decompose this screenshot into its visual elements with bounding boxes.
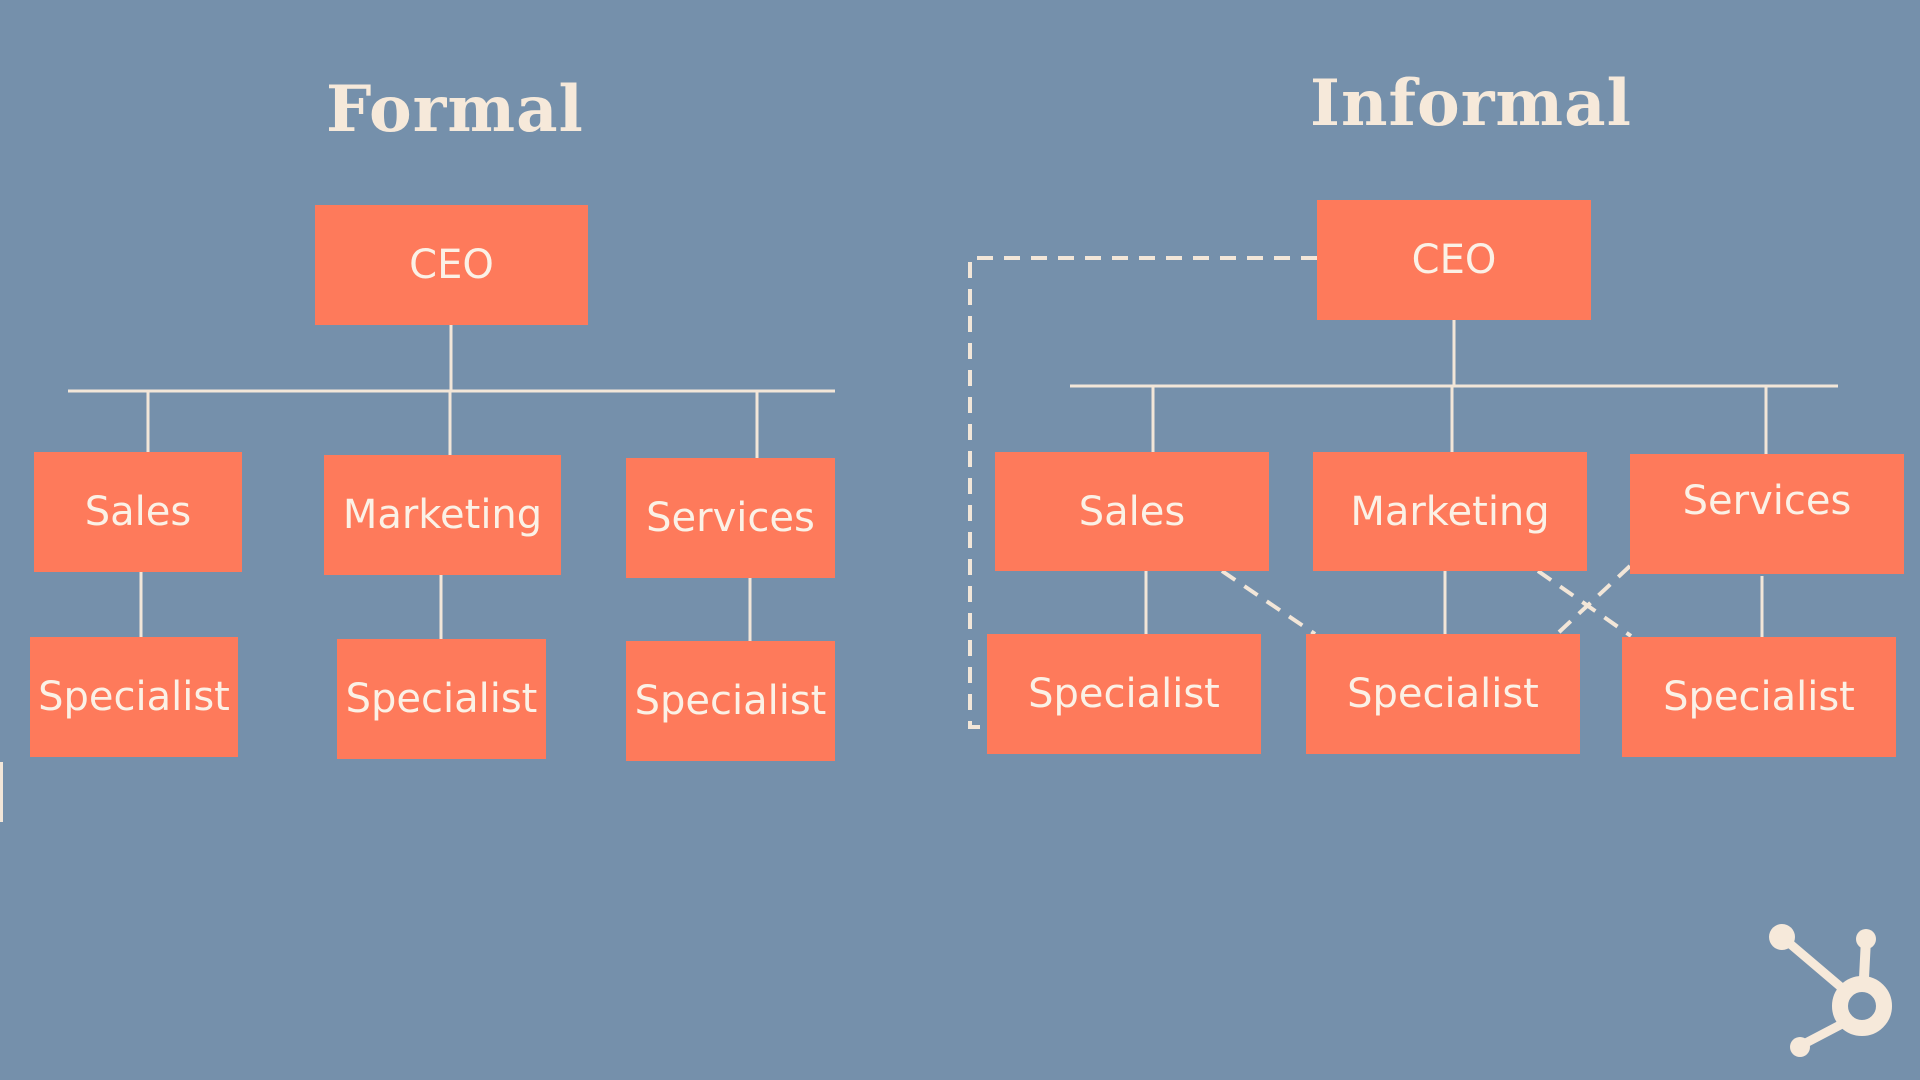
- edge-marker: [0, 762, 3, 822]
- informal-dashed-ceo-to-specialist: [968, 256, 1317, 729]
- formal-services-box: Services: [626, 458, 835, 578]
- informal-specialist-box-2: Specialist: [1306, 634, 1580, 754]
- formal-sales-box: Sales: [34, 452, 242, 572]
- informal-title: Informal: [1310, 66, 1632, 141]
- informal-ceo-box: CEO: [1317, 200, 1591, 320]
- informal-dashed-sales-to-marketing-specialist: [1220, 569, 1317, 636]
- formal-marketing-box: Marketing: [324, 455, 561, 575]
- formal-title: Formal: [326, 72, 584, 147]
- formal-specialist-box-3: Specialist: [626, 641, 835, 761]
- hubspot-sprocket-icon: [1769, 924, 1892, 1057]
- formal-specialist-box-1: Specialist: [30, 637, 238, 757]
- informal-sales-box: Sales: [995, 452, 1269, 571]
- informal-dashed-services-to-marketing-specialist: [1555, 564, 1632, 636]
- informal-marketing-box: Marketing: [1313, 452, 1587, 571]
- informal-services-box: Services: [1630, 454, 1904, 574]
- informal-specialist-box-3: Specialist: [1622, 637, 1896, 757]
- informal-dashed-marketing-to-services-specialist: [1536, 569, 1633, 638]
- informal-specialist-box-1: Specialist: [987, 634, 1261, 754]
- formal-specialist-box-2: Specialist: [337, 639, 546, 759]
- formal-ceo-box: CEO: [315, 205, 588, 325]
